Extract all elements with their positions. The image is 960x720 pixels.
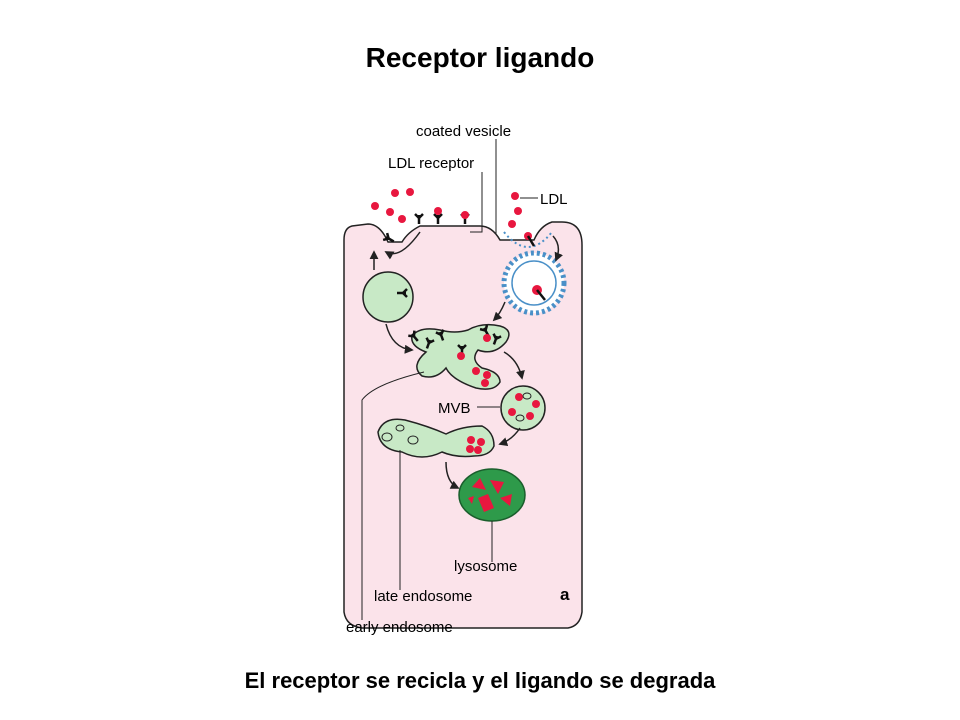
label-leader-lines — [361, 139, 538, 620]
label-late-endosome: late endosome — [374, 588, 472, 605]
late-endosome — [377, 418, 495, 458]
coated-vesicle — [501, 250, 567, 316]
label-ldl: LDL — [540, 191, 568, 208]
label-mvb: MVB — [438, 400, 471, 417]
coated-pit — [503, 231, 553, 248]
cell-membrane — [343, 221, 583, 629]
page-title: Receptor ligando — [365, 42, 595, 73]
page-caption: El receptor se recicla y el ligando se d… — [244, 668, 716, 693]
label-coated-vesicle: coated vesicle — [416, 123, 511, 140]
recycling-vesicle — [362, 271, 414, 323]
label-ldl-receptor: LDL receptor — [388, 155, 474, 172]
multivesicular-body — [500, 385, 546, 431]
label-early-endosome: early endosome — [346, 619, 453, 636]
panel-letter: a — [560, 585, 570, 604]
label-lysosome: lysosome — [454, 558, 517, 575]
early-endosome — [407, 323, 510, 390]
transport-arrows — [369, 231, 563, 489]
extracellular-ldl-particles — [371, 188, 522, 228]
lysosome — [458, 468, 526, 522]
